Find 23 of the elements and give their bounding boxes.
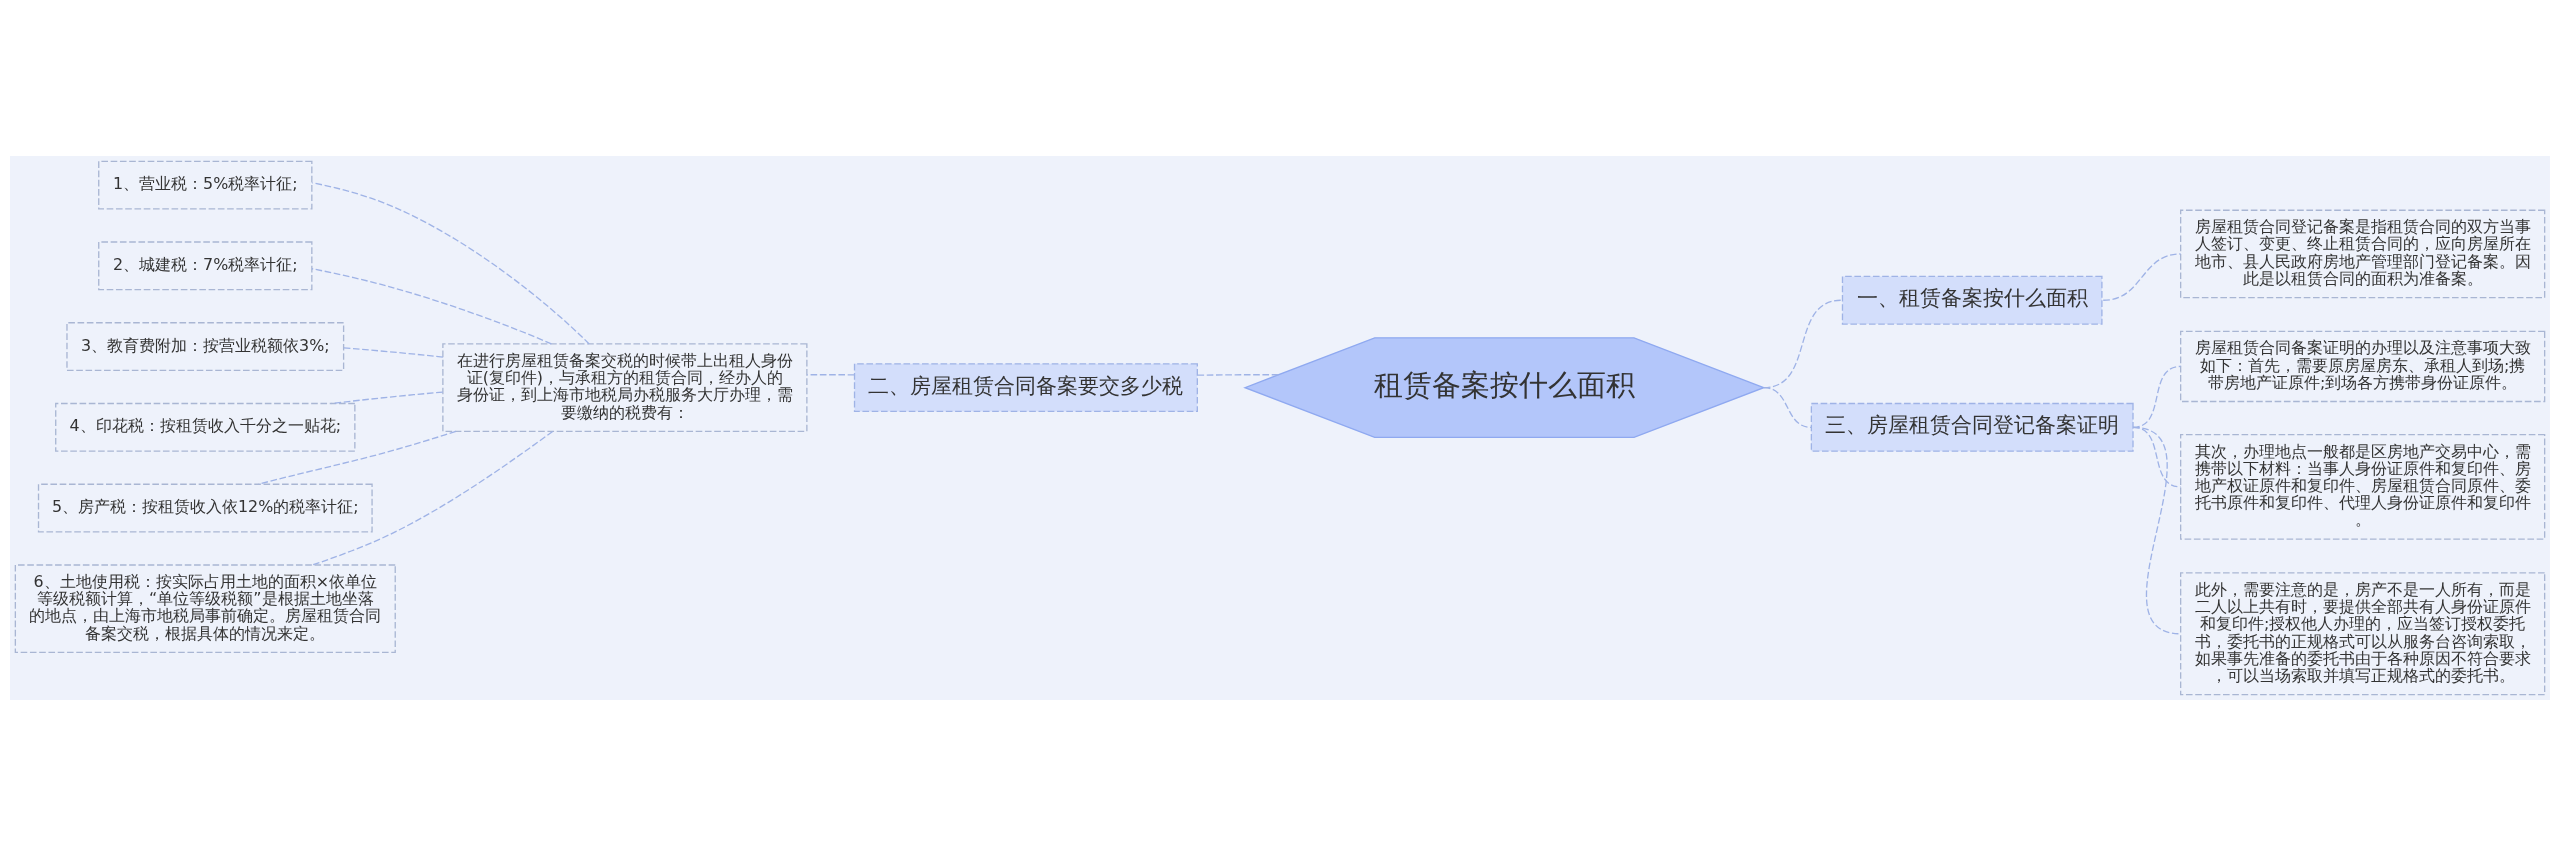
node-box: 其次，办理地点一般都是区房地产交易中心，需携带以下材料：当事人身份证原件和复印件、房地产权证原件和复印件、房屋租赁合同原件、委托书原件和复印件、代理人身份证原件和复印件。 bbox=[2180, 433, 2546, 540]
connector bbox=[806, 373, 855, 375]
node-box: 一、租赁备案按什么面积 bbox=[1841, 275, 2103, 325]
connector bbox=[1763, 386, 1813, 428]
node-box: 6、土地使用税：按实际占用土地的面积×依单位等级税额计算，“单位等级税额”是根据土地坐落的地点，由上海市地税局事前确定。房屋租赁合同备案交税，根据具体的情况来定。 bbox=[14, 563, 396, 653]
connector bbox=[312, 430, 554, 566]
connector bbox=[2102, 252, 2182, 301]
node-box: 4、印花税：按租赁收入千分之一贴花; bbox=[55, 402, 356, 452]
connector bbox=[1196, 373, 1279, 376]
node-box: 三、房屋租赁合同登记备案证明 bbox=[1810, 402, 2134, 452]
connector bbox=[311, 181, 590, 345]
connector bbox=[343, 346, 444, 358]
node-box: 2、城建税：7%税率计征; bbox=[98, 240, 313, 290]
node-box: 房屋租赁合同备案证明的办理以及注意事项大致如下：首先，需要原房屋房东、承租人到场;携带房地产证原件;到场各方携带身份证原件。 bbox=[2180, 330, 2546, 402]
connector bbox=[2132, 426, 2182, 634]
node-box: 房屋租赁合同登记备案是指租赁合同的双方当事人签订、变更、终止租赁合同的，应向房屋所在地市、县人民政府房地产管理部门登记备案。因此是以租赁合同的面积为准备案。 bbox=[2180, 209, 2546, 298]
node-box: 1、营业税：5%税率计征; bbox=[98, 160, 313, 210]
node-box: 此外，需要注意的是，房产不是一人所有，而是二人以上共有时，要提供全部共有人身份证原件和复印件;授权他人办理的，应当签订授权委托书，委托书的正规格式可以从服务台咨询索取，如果事先准备的委托书由于各种原因不符合要求，可以当场索取并填写正规格式的委托书。 bbox=[2180, 571, 2546, 695]
node-box: 3、教育费附加：按营业税额依3%; bbox=[66, 321, 345, 371]
node-box: 5、房产税：按租赁收入依12%的税率计征; bbox=[37, 483, 373, 533]
connector bbox=[311, 267, 553, 345]
node-box: 在进行房屋租赁备案交税的时候带上出租人身份证(复印件)，与承租方的租赁合同，经办人的身份证，到上海市地税局办税服务大厅办理，需要缴纳的税费有： bbox=[442, 342, 808, 432]
node-box: 二、房屋租赁合同备案要交多少税 bbox=[853, 362, 1198, 412]
